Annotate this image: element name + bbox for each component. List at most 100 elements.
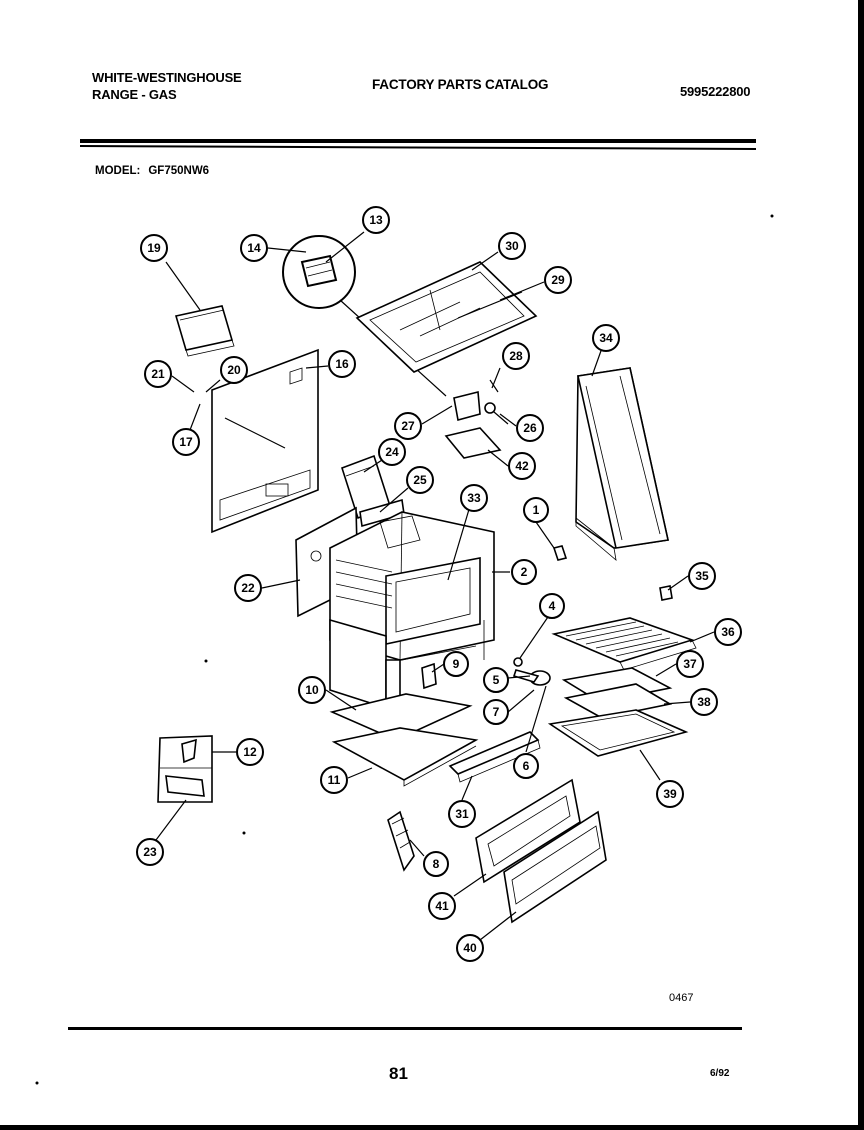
svg-text:8: 8	[433, 857, 440, 871]
scan-speck	[770, 214, 774, 218]
callout-41: 41	[428, 892, 456, 920]
model-label: MODEL:	[95, 165, 141, 177]
svg-text:16: 16	[335, 357, 349, 371]
part-42-bracket	[444, 427, 502, 459]
callout-8: 8	[423, 851, 449, 877]
callout-40: 40	[456, 934, 484, 962]
part-36-oven-rack	[551, 617, 697, 671]
svg-text:37: 37	[683, 657, 697, 671]
bottom-frame-edge	[0, 1125, 864, 1130]
revision-date: 6/92	[710, 1068, 730, 1079]
svg-text:20: 20	[227, 363, 241, 377]
part-27-gas-valve	[453, 379, 509, 425]
callout-22: 22	[234, 574, 262, 602]
header-rule	[80, 139, 756, 143]
svg-text:40: 40	[463, 941, 477, 955]
svg-text:34: 34	[599, 331, 613, 345]
callout-35: 35	[688, 562, 716, 590]
svg-text:28: 28	[509, 349, 523, 363]
callout-5: 5	[483, 667, 509, 693]
callout-25: 25	[406, 466, 434, 494]
scan-speck	[204, 659, 208, 663]
callout-16: 16	[328, 350, 356, 378]
callout-27: 27	[394, 412, 422, 440]
part-24-burner-box	[341, 454, 405, 528]
svg-text:6: 6	[523, 759, 530, 773]
part-12-23-handle-brackets	[157, 735, 213, 803]
drawing-code: 0467	[669, 992, 694, 1004]
callout-30: 30	[498, 232, 526, 260]
scan-speck	[35, 1081, 39, 1085]
svg-text:7: 7	[493, 705, 500, 719]
callout-2: 2	[511, 559, 537, 585]
callout-39: 39	[656, 780, 684, 808]
callout-12: 12	[236, 738, 264, 766]
svg-text:21: 21	[151, 367, 165, 381]
part-30-cooktop	[355, 261, 538, 373]
svg-text:23: 23	[143, 845, 157, 859]
svg-text:38: 38	[697, 695, 711, 709]
part-16-control-backguard	[211, 348, 319, 534]
svg-text:2: 2	[521, 565, 528, 579]
svg-text:36: 36	[721, 625, 735, 639]
callout-17: 17	[172, 428, 200, 456]
callout-1: 1	[523, 497, 549, 523]
callout-31: 31	[448, 800, 476, 828]
svg-text:5: 5	[493, 673, 500, 687]
callout-7: 7	[483, 699, 509, 725]
part-31-drawer-rail	[448, 731, 541, 783]
callout-11: 11	[320, 766, 348, 794]
callout-37: 37	[676, 650, 704, 678]
part-34-back-panel	[575, 367, 669, 562]
svg-text:14: 14	[247, 241, 261, 255]
svg-text:24: 24	[385, 445, 399, 459]
svg-text:1: 1	[533, 503, 540, 517]
svg-text:4: 4	[549, 599, 556, 613]
svg-text:22: 22	[241, 581, 255, 595]
callout-26: 26	[516, 414, 544, 442]
callout-24: 24	[378, 438, 406, 466]
part-2-oven-body	[329, 511, 495, 710]
svg-text:39: 39	[663, 787, 677, 801]
part-39-door-liner	[547, 709, 689, 757]
part-11-drawer-base	[331, 727, 479, 787]
part-1-clip	[552, 545, 568, 561]
part-9-bracket	[421, 662, 437, 690]
part-19-end-cap	[174, 305, 235, 357]
callout-leaders	[155, 231, 715, 941]
svg-text:35: 35	[695, 569, 709, 583]
callout-10: 10	[298, 676, 326, 704]
product-type: RANGE - GAS	[92, 87, 177, 102]
svg-text:26: 26	[523, 421, 537, 435]
svg-text:17: 17	[179, 435, 193, 449]
callout-19: 19	[140, 234, 168, 262]
model-line: MODEL:GF750NW6	[95, 165, 217, 177]
page-number: 81	[389, 1064, 408, 1083]
part-10-oven-bottom	[329, 693, 473, 741]
svg-text:31: 31	[455, 807, 469, 821]
part-4-7-knob-set	[512, 657, 551, 686]
callout-9: 9	[443, 651, 469, 677]
svg-text:12: 12	[243, 745, 257, 759]
svg-text:11: 11	[328, 773, 341, 787]
svg-text:13: 13	[369, 213, 383, 227]
svg-text:19: 19	[147, 241, 161, 255]
svg-text:33: 33	[467, 491, 481, 505]
svg-text:29: 29	[551, 273, 565, 287]
callout-14: 14	[240, 234, 268, 262]
callout-28: 28	[502, 342, 530, 370]
part-8-spring	[387, 810, 415, 872]
svg-text:42: 42	[515, 459, 529, 473]
callout-42: 42	[508, 452, 536, 480]
callout-36: 36	[714, 618, 742, 646]
callout-33: 33	[460, 484, 488, 512]
callout-34: 34	[592, 324, 620, 352]
scan-speck	[242, 831, 246, 835]
callout-6: 6	[513, 753, 539, 779]
svg-text:30: 30	[505, 239, 519, 253]
callout-4: 4	[539, 593, 565, 619]
svg-text:9: 9	[453, 657, 460, 671]
catalog-title: FACTORY PARTS CATALOG	[372, 77, 549, 92]
